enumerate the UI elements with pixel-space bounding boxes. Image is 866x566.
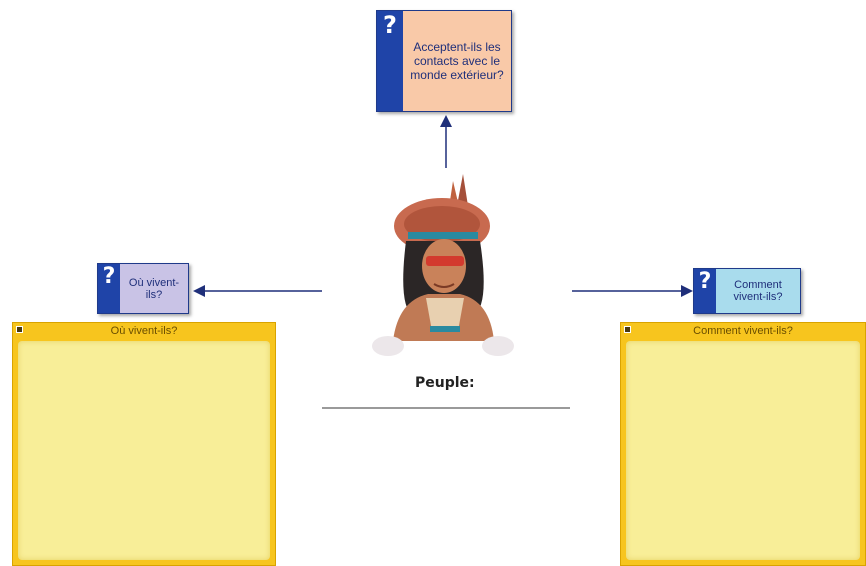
note-right[interactable]: Comment vivent-ils? (620, 322, 866, 566)
note-expand-icon[interactable] (16, 326, 23, 333)
note-right-body[interactable] (626, 341, 860, 560)
people-label: Peuple: (415, 375, 475, 391)
people-answer-line[interactable] (322, 407, 570, 409)
indigenous-person-illustration[interactable] (368, 166, 518, 366)
question-card-top[interactable]: ? Acceptent-ils les contacts avec le mon… (376, 10, 512, 112)
question-icon: ? (377, 11, 403, 111)
question-icon: ? (694, 269, 716, 313)
note-right-title: Comment vivent-ils? (693, 325, 793, 337)
note-expand-icon[interactable] (624, 326, 631, 333)
question-text-left: Où vivent-ils? (120, 264, 188, 313)
question-text-right: Comment vivent-ils? (716, 269, 800, 313)
note-left[interactable]: Où vivent-ils? (12, 322, 276, 566)
question-card-left[interactable]: ? Où vivent-ils? (97, 263, 189, 314)
question-text-top: Acceptent-ils les contacts avec le monde… (403, 11, 511, 111)
question-icon: ? (98, 264, 120, 313)
note-left-body[interactable] (18, 341, 270, 560)
question-card-right[interactable]: ? Comment vivent-ils? (693, 268, 801, 314)
note-left-title: Où vivent-ils? (110, 325, 178, 337)
